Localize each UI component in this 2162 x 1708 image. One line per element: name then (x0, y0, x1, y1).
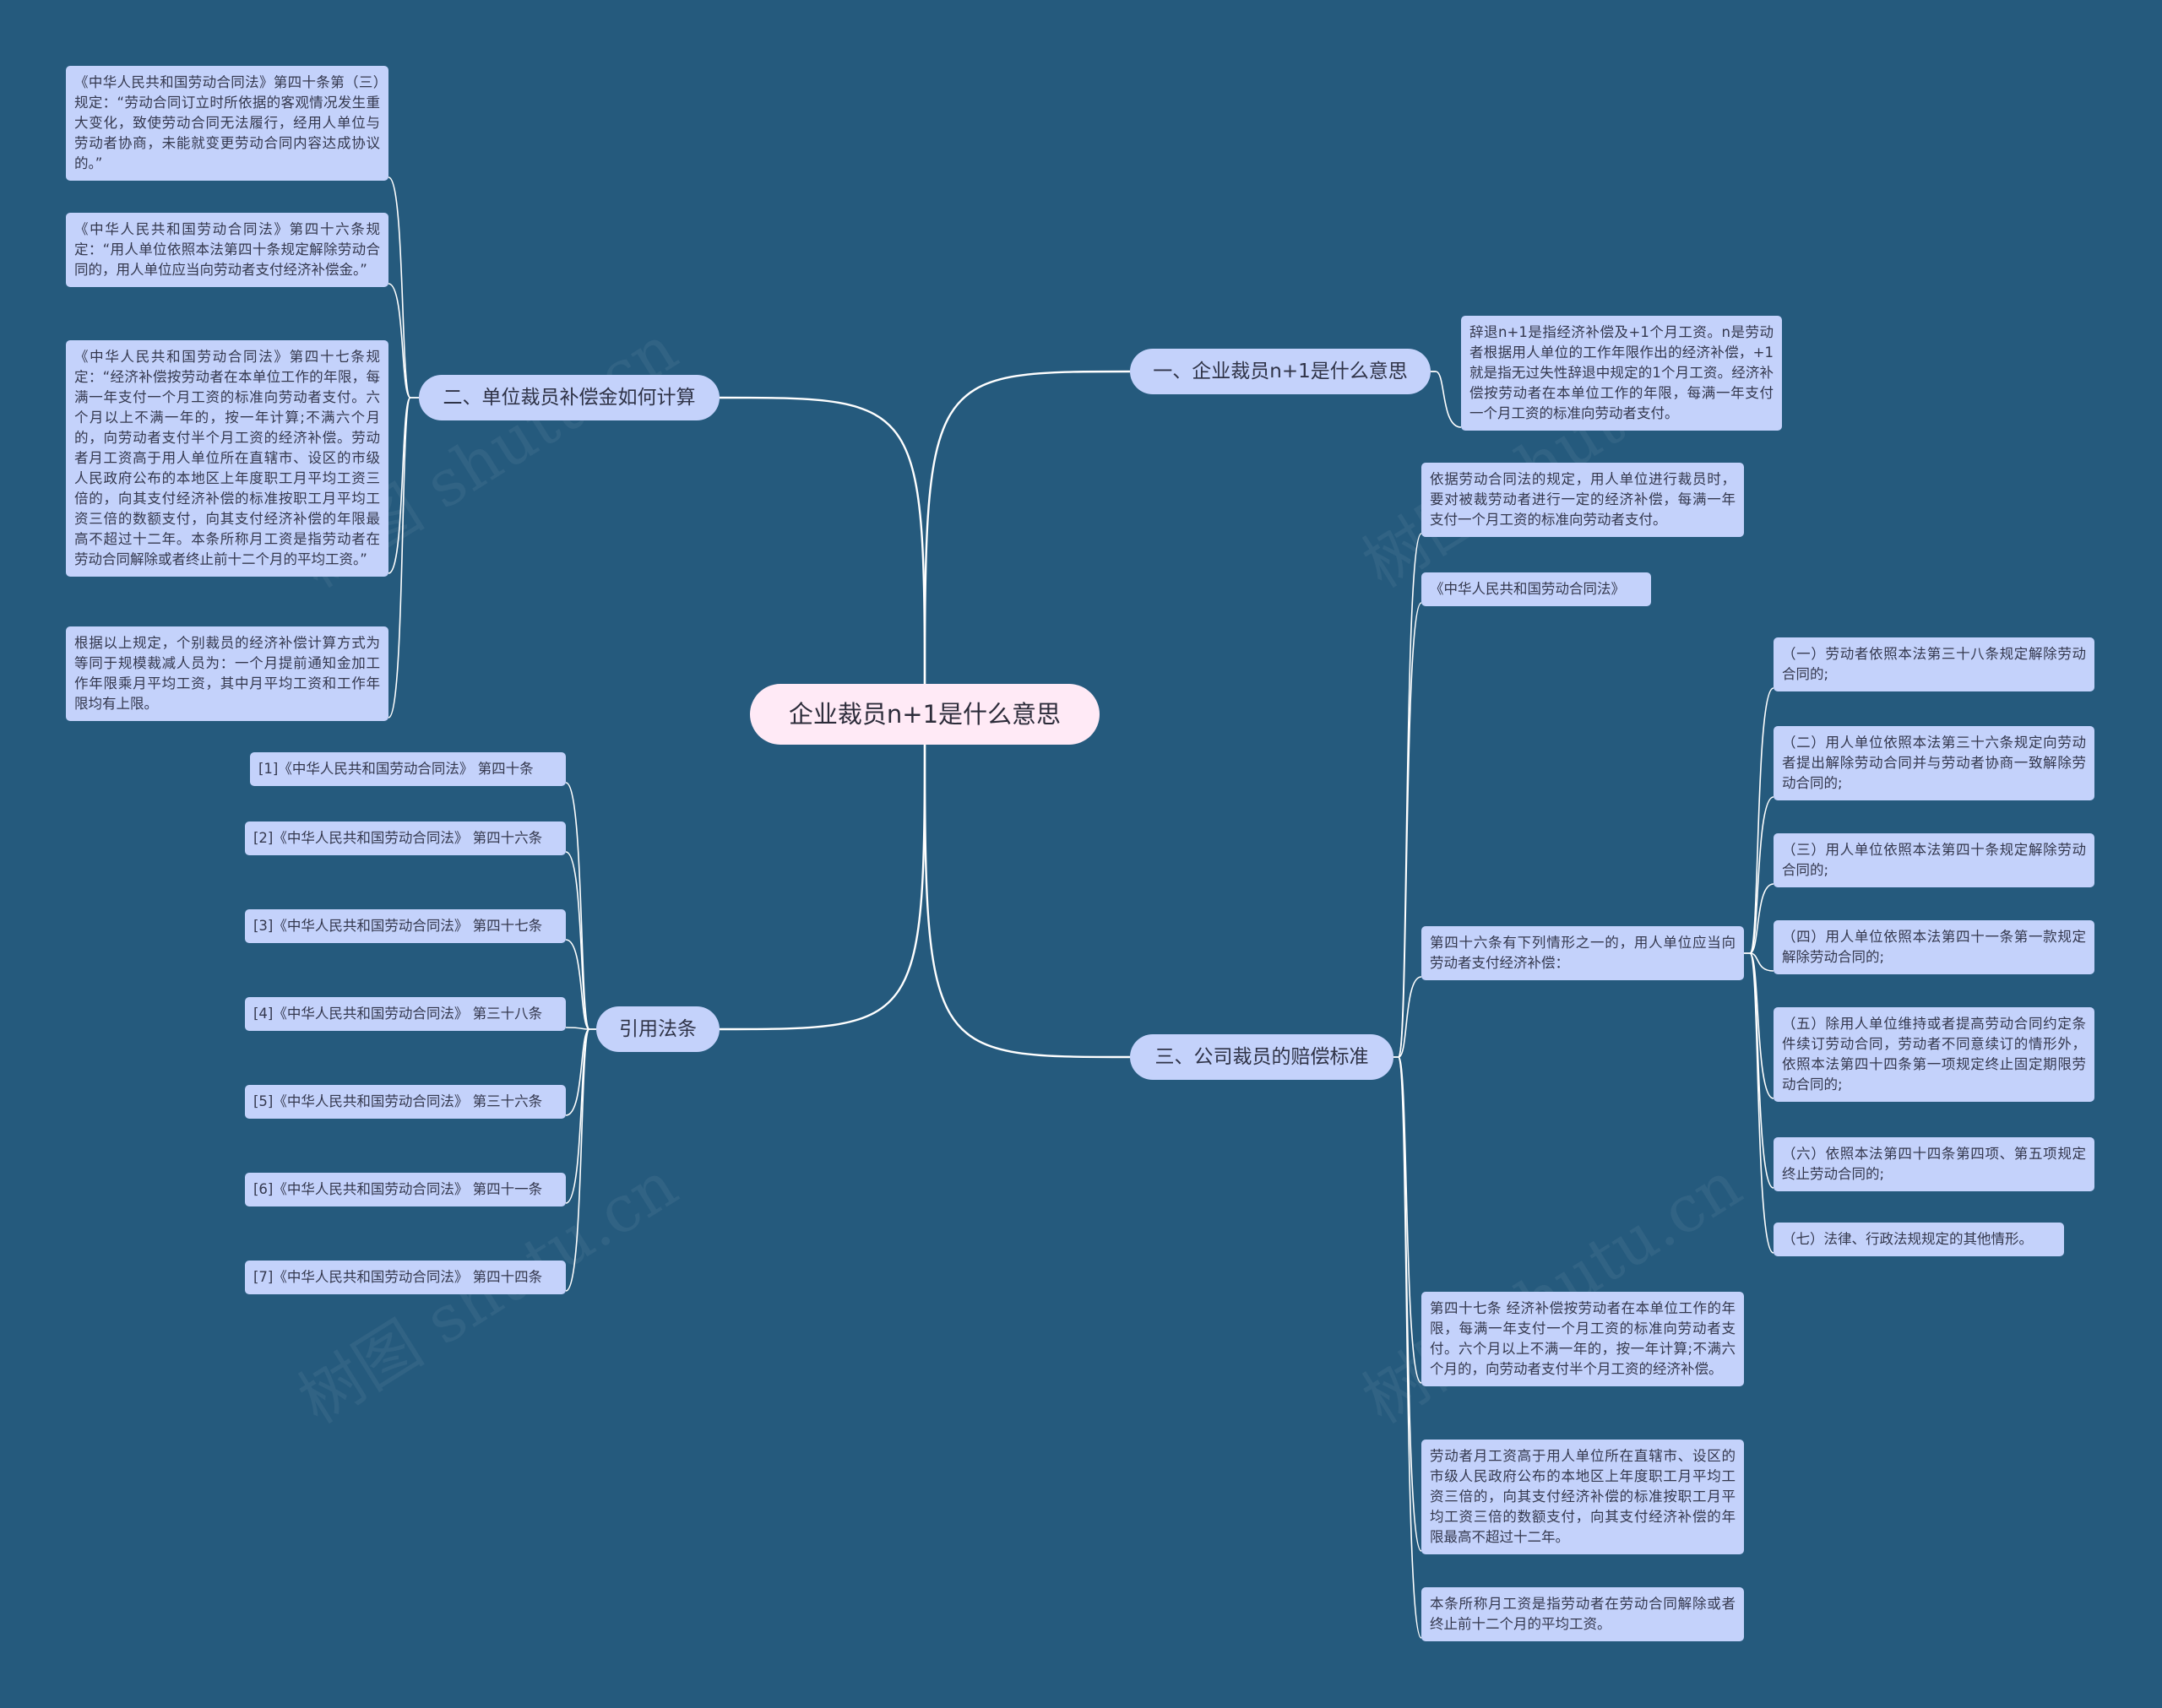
citation-item-4[interactable]: [4]《中华人民共和国劳动合同法》 第三十八条 (245, 997, 566, 1031)
connector-27 (565, 782, 590, 1030)
branch-compensation-calculation[interactable]: 二、单位裁员补偿金如何计算 (419, 375, 720, 420)
branch-what-is-n-plus-1[interactable]: 一、企业裁员n+1是什么意思 (1130, 349, 1431, 394)
b2-article-47-note[interactable]: 《中华人民共和国劳动合同法》第四十七条规定：“经济补偿按劳动者在本单位工作的年限… (66, 340, 388, 577)
connector-8 (388, 283, 411, 399)
connector-33 (565, 1028, 590, 1292)
connector-13 (1398, 602, 1422, 1058)
connector-32 (565, 1028, 590, 1204)
connector-5 (1435, 371, 1462, 428)
situation-item-1[interactable]: （一）劳动者依照本法第三十八条规定解除劳动合同的; (1774, 637, 2094, 691)
situation-item-3[interactable]: （三）用人单位依照本法第四十条规定解除劳动合同的; (1774, 833, 2094, 887)
b3-law-title-note[interactable]: 《中华人民共和国劳动合同法》 (1421, 572, 1651, 606)
citation-item-1[interactable]: [1]《中华人民共和国劳动合同法》 第四十条 (250, 752, 566, 786)
connector-0 (923, 370, 1131, 715)
citation-item-3[interactable]: [3]《中华人民共和国劳动合同法》 第四十七条 (245, 909, 566, 943)
situation-item-6[interactable]: （六）依照本法第四十四条第四项、第五项规定终止劳动合同的; (1774, 1137, 2094, 1191)
connector-9 (388, 397, 411, 574)
connector-29 (565, 939, 590, 1030)
b2-article-46-note[interactable]: 《中华人民共和国劳动合同法》第四十六条规定：“用人单位依照本法第四十条规定解除劳… (66, 213, 388, 287)
citation-item-5[interactable]: [5]《中华人民共和国劳动合同法》 第三十六条 (245, 1085, 566, 1119)
situation-item-5[interactable]: （五）除用人单位维持或者提高劳动合同约定条件续订劳动合同，劳动者不同意续订的情形… (1774, 1007, 2094, 1102)
branch-layoff-standard[interactable]: 三、公司裁员的赔偿标准 (1130, 1034, 1393, 1080)
b2-summary-note[interactable]: 根据以上规定，个别裁员的经济补偿计算方式为等同于规模裁减人员为：一个月提前通知金… (66, 626, 388, 721)
b3-basis-note[interactable]: 依据劳动合同法的规定，用人单位进行裁员时，要对被裁劳动者进行一定的经济补偿，每满… (1421, 463, 1744, 537)
connector-17 (1398, 1056, 1422, 1639)
connector-20 (1749, 796, 1774, 954)
connector-22 (1749, 952, 1774, 972)
connector-7 (388, 176, 411, 399)
b3-wage-cap-note[interactable]: 劳动者月工资高于用人单位所在直辖市、设区的市级人民政府公布的本地区上年度职工月平… (1421, 1440, 1744, 1554)
connector-31 (565, 1028, 590, 1116)
connector-25 (1749, 952, 1774, 1254)
b1-definition-note[interactable]: 辞退n+1是指经济补偿及+1个月工资。n是劳动者根据用人单位的工作年限作出的经济… (1461, 316, 1782, 431)
citation-item-7[interactable]: [7]《中华人民共和国劳动合同法》 第四十四条 (245, 1261, 566, 1294)
connector-19 (1749, 687, 1774, 954)
connector-24 (1749, 952, 1774, 1189)
connector-28 (565, 851, 590, 1030)
connector-30 (565, 1027, 590, 1030)
root-topic[interactable]: 企业裁员n+1是什么意思 (750, 684, 1100, 745)
connector-2 (719, 396, 926, 715)
connector-10 (388, 397, 411, 718)
situation-item-2[interactable]: （二）用人单位依照本法第三十六条规定向劳动者提出解除劳动合同并与劳动者协商一致解… (1774, 726, 2094, 800)
b3-article-47-note[interactable]: 第四十七条 经济补偿按劳动者在本单位工作的年限，每满一年支付一个月工资的标准向劳… (1421, 1292, 1744, 1386)
b3-article-46-situations[interactable]: 第四十六条有下列情形之一的，用人单位应当向劳动者支付经济补偿： (1421, 926, 1744, 980)
situation-item-7[interactable]: （七）法律、行政法规规定的其他情形。 (1774, 1223, 2064, 1256)
connector-14 (1398, 976, 1422, 1058)
connector-1 (923, 713, 1131, 1059)
b3-monthly-wage-note[interactable]: 本条所称月工资是指劳动者在劳动合同解除或者终止前十二个月的平均工资。 (1421, 1587, 1744, 1641)
citation-item-2[interactable]: [2]《中华人民共和国劳动合同法》 第四十六条 (245, 821, 566, 855)
citation-item-6[interactable]: [6]《中华人民共和国劳动合同法》 第四十一条 (245, 1173, 566, 1206)
connector-21 (1749, 883, 1774, 954)
connector-3 (719, 713, 926, 1031)
situation-item-4[interactable]: （四）用人单位依照本法第四十一条第一款规定解除劳动合同的; (1774, 920, 2094, 974)
branch-cited-articles[interactable]: 引用法条 (596, 1006, 720, 1052)
b2-article-40-note[interactable]: 《中华人民共和国劳动合同法》第四十条第（三）规定：“劳动合同订立时所依据的客观情… (66, 66, 388, 181)
connector-15 (1398, 1056, 1422, 1384)
